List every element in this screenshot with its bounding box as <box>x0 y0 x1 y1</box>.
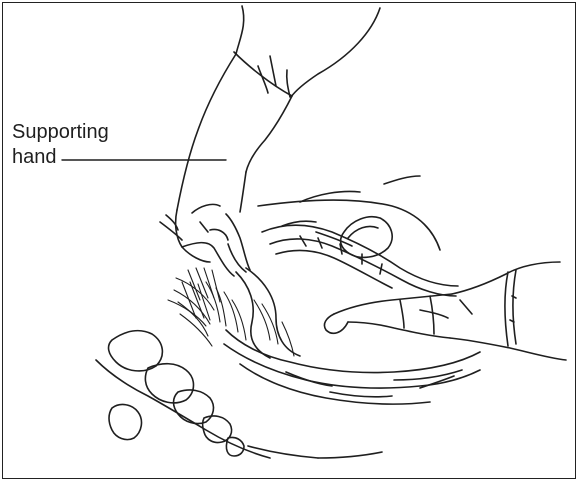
label-supporting: Supporting <box>12 120 109 145</box>
supporting-hand <box>160 6 380 276</box>
sacral-vertebrae <box>96 331 454 458</box>
examining-hand <box>324 262 566 360</box>
pubic-bone <box>341 217 393 258</box>
label-hand: hand <box>12 145 57 170</box>
uterus-walls <box>262 221 458 296</box>
pelvic-canal <box>224 268 480 404</box>
